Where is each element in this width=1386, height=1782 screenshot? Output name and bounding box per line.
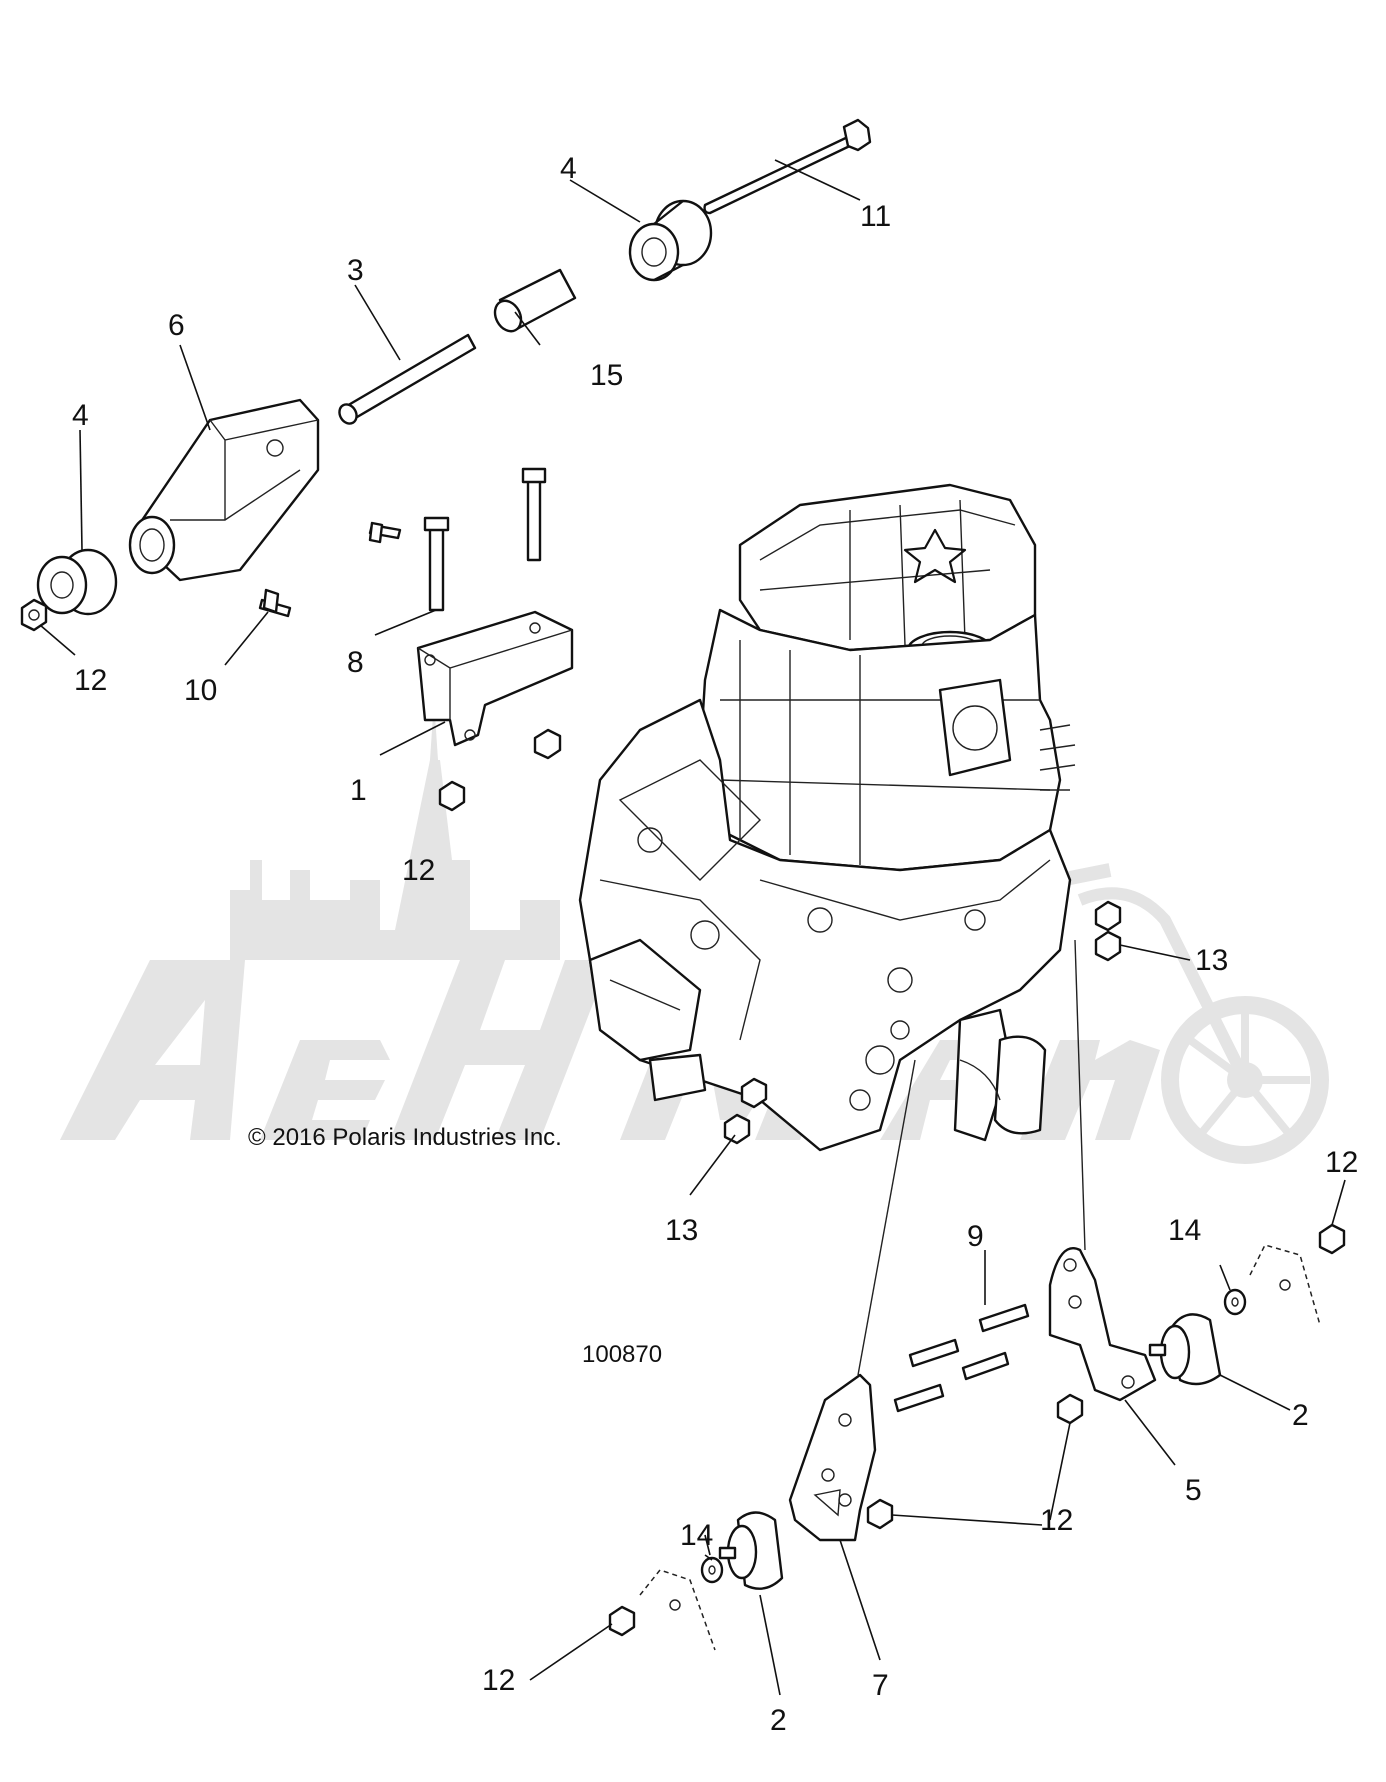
part-6-mount-block	[128, 398, 320, 582]
callout-10: 10	[184, 674, 217, 707]
part-4-bushing-left	[36, 548, 118, 616]
callout-4: 4	[72, 399, 89, 432]
part-13-nuts	[723, 900, 1122, 1145]
part-12-nut-upper-left	[20, 598, 48, 632]
part-12-nut-right	[1318, 1223, 1346, 1255]
callout-11: 11	[860, 200, 891, 233]
callout-15: 15	[590, 359, 623, 392]
callout-1: 1	[350, 774, 367, 807]
callout-3: 3	[347, 254, 364, 287]
callout-13: 13	[665, 1214, 698, 1247]
part-12-nut-lower	[608, 1605, 636, 1637]
part-1-bracket	[416, 610, 574, 747]
callout-12: 12	[1040, 1504, 1073, 1537]
part-3-rod	[338, 333, 477, 425]
part-12-nuts-mid	[866, 1393, 1084, 1530]
engine-assembly	[578, 483, 1086, 1376]
callout-12: 12	[482, 1664, 515, 1697]
callout-7: 7	[872, 1669, 889, 1702]
callout-2: 2	[1292, 1399, 1309, 1432]
callout-8: 8	[347, 646, 364, 679]
callout-14: 14	[1168, 1214, 1201, 1247]
callout-12: 12	[1325, 1146, 1358, 1179]
copyright-text: © 2016 Polaris Industries Inc.	[248, 1124, 562, 1151]
part-9-bolts	[893, 1303, 1030, 1413]
part-12-nuts-bracket	[438, 728, 562, 812]
part-15-spacer	[493, 268, 577, 333]
leader-lines	[39, 159, 1346, 1696]
part-8-bolts	[368, 467, 547, 612]
part-2-rubber-mount-right	[1148, 1313, 1222, 1386]
callout-13: 13	[1195, 944, 1228, 977]
callout-14: 14	[680, 1519, 713, 1552]
callout-12: 12	[74, 664, 107, 697]
callout-9: 9	[967, 1220, 984, 1253]
frame-tab-right	[1249, 1244, 1321, 1326]
part-14-washer-lower	[700, 1556, 724, 1584]
part-7-bracket-lower	[788, 1373, 877, 1542]
callout-12: 12	[402, 854, 435, 887]
part-2-rubber-mount-lower	[718, 1511, 784, 1590]
callout-labels: 4 6 3 4 15 11 12 10 8 1 12 13 13 12 14 9…	[72, 152, 1358, 1737]
part-11-through-bolt	[703, 118, 872, 215]
frame-tab-lower	[639, 1569, 716, 1651]
part-4-bushing-top	[628, 199, 713, 282]
callout-4: 4	[560, 152, 577, 185]
callout-5: 5	[1185, 1474, 1202, 1507]
callout-2: 2	[770, 1704, 787, 1737]
part-10-bolt	[258, 588, 292, 618]
callout-6: 6	[168, 309, 185, 342]
figure-number: 100870	[582, 1341, 662, 1368]
part-14-washer-right	[1223, 1288, 1247, 1316]
part-5-bracket-right	[1048, 1247, 1157, 1402]
